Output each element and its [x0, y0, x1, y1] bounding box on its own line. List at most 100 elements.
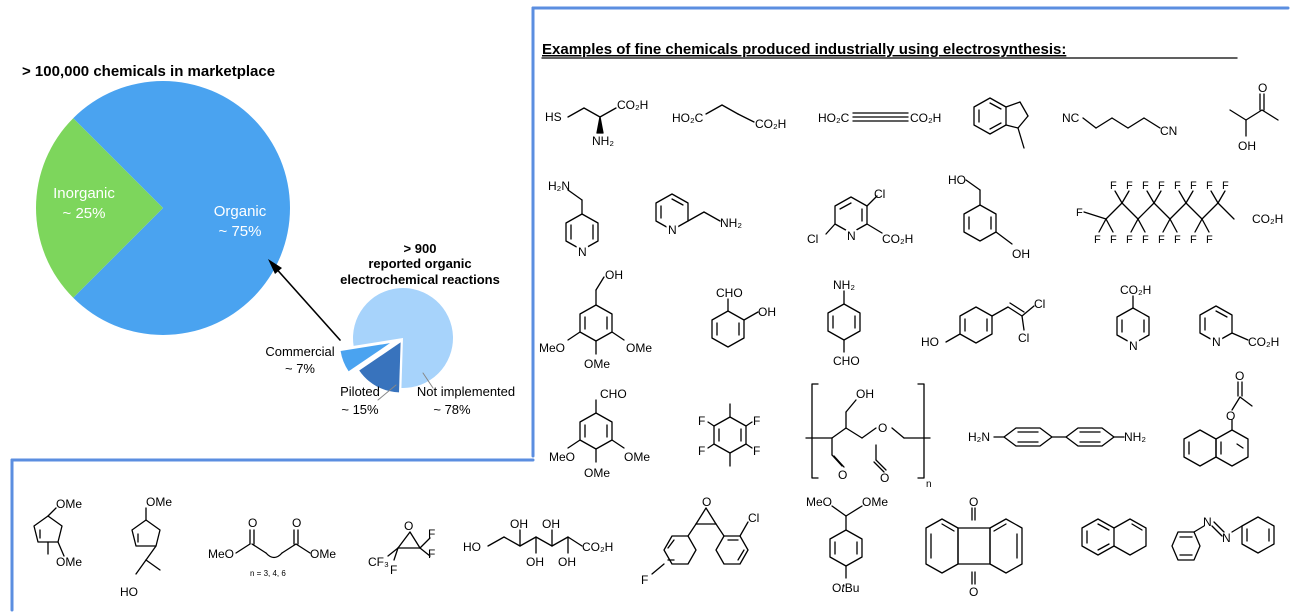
label-ho: HO: [463, 540, 481, 554]
label-n: N: [847, 229, 856, 243]
label-f: F: [1126, 180, 1133, 192]
label-co2h: CO₂H: [1120, 283, 1151, 297]
label-o: O: [878, 421, 887, 435]
sub-pie-not-implemented-share: ~ 78%: [433, 402, 471, 417]
label-oh: OH: [1238, 139, 1256, 153]
structure-hexafluoropropylene-oxide: O CF₃ F F F: [368, 519, 435, 577]
structure-dialdehyde-polymer: OH O O O n: [805, 383, 932, 490]
sub-pie-heading-line-2: reported organic: [368, 256, 471, 271]
label-ome: OMe: [56, 555, 82, 569]
label-ome: OMe: [584, 466, 610, 480]
label-f: F: [1190, 180, 1197, 192]
label-n: n: [926, 479, 932, 490]
structure-acetylenedicarboxylic-acid: HO₂C CO₂H: [818, 111, 941, 125]
sub-pie-heading-line-1: > 900: [404, 241, 437, 256]
label-meo: MeO: [806, 495, 832, 509]
label-f: F: [698, 444, 705, 458]
structure-acetal: MeO OMe OtBu: [806, 495, 888, 595]
label-co2h: CO₂H: [882, 232, 913, 246]
bond: [1162, 218, 1171, 233]
label-o: O: [702, 495, 711, 509]
main-pie-inorganic-label: Inorganic: [53, 185, 115, 202]
label-n-note: n = 3, 4, 6: [250, 569, 286, 578]
label-cl: Cl: [1034, 297, 1045, 311]
sub-pie-commercial-label: Commercial: [265, 344, 334, 359]
structure-dichloronicotinic-acid: Cl Cl N CO₂H: [807, 187, 913, 246]
bond: [1137, 202, 1155, 220]
label-h2n: H₂N: [968, 430, 990, 444]
label-meo: MeO: [208, 547, 234, 561]
label-f: F: [1206, 180, 1213, 192]
label-n: N: [578, 245, 587, 259]
label-otbu-o: O: [832, 581, 841, 595]
label-f: F: [390, 563, 397, 577]
label-ome: OMe: [56, 497, 82, 511]
bond: [1146, 190, 1155, 204]
pie-heading: > 100,000 chemicals in marketplace: [22, 63, 275, 80]
label-f: F: [1222, 180, 1229, 192]
bond: [1130, 218, 1139, 233]
label-otbu-t: t: [841, 581, 845, 595]
structure-trimethoxybenzyl-alcohol: OH MeO OMe OMe: [539, 268, 652, 371]
bond: [1185, 190, 1194, 204]
label-oh: OH: [856, 387, 874, 401]
label-otbu-bu: Bu: [845, 581, 860, 595]
structure-3-hydroxybenzyl-alcohol: HO OH: [948, 173, 1030, 261]
bond: [1217, 202, 1235, 220]
label-f: F: [1142, 234, 1149, 246]
label-ome: OMe: [310, 547, 336, 561]
label-ome: OMe: [862, 495, 888, 509]
label-o: O: [969, 585, 978, 599]
label-f: F: [698, 414, 705, 428]
main-pie-inorganic-share: ~ 25%: [63, 205, 106, 222]
structure-anthraquinone: O O: [925, 495, 1023, 599]
sub-pie-heading-line-3: electrochemical reactions: [340, 272, 500, 287]
structure-dihydronaphthalene: [1081, 518, 1147, 556]
bond: [1153, 190, 1162, 204]
sub-pie-piloted-share: ~ 15%: [341, 402, 379, 417]
label-oh: OH: [1012, 247, 1030, 261]
bond: [1185, 202, 1203, 220]
label-o: O: [404, 519, 413, 533]
structure-diester: MeO OMe O O n = 3, 4, 6: [208, 516, 336, 578]
label-nh2: NH₂: [833, 278, 855, 292]
sub-pie-slice-piloted: [359, 342, 401, 393]
label-f: F: [1126, 234, 1133, 246]
label-nh2: NH₂: [592, 134, 614, 148]
label-f: F: [428, 527, 435, 541]
bond: [1098, 218, 1107, 233]
label-otbu: OtBu: [832, 581, 859, 595]
label-f: F: [753, 444, 760, 458]
label-ho: HO: [948, 173, 966, 187]
label-co2h: CO₂H: [755, 117, 786, 131]
structure-1-naphthyl-acetate: O O: [1183, 369, 1253, 467]
label-oh: OH: [558, 555, 576, 569]
label-f: F: [753, 414, 760, 428]
label-o: O: [292, 516, 301, 530]
label-f: F: [1094, 234, 1101, 246]
label-cl: Cl: [874, 187, 885, 201]
callout-arrow: [268, 259, 434, 401]
label-cf3: CF₃: [368, 555, 389, 569]
structure-dimethoxycyclopentene: OMe OMe: [33, 497, 82, 569]
structure-isonicotinic-acid: CO₂H N: [1116, 283, 1151, 356]
label-co2h: CO₂H: [1252, 212, 1283, 226]
bond: [1210, 190, 1219, 204]
label-n: N: [1203, 515, 1212, 529]
panel-borders: [10, 6, 1290, 612]
label-cl: Cl: [1018, 331, 1029, 345]
structure-benzidine: H₂N NH₂: [968, 427, 1146, 447]
bond: [1105, 218, 1114, 233]
sub-pie: [340, 288, 453, 393]
label-f: F: [1190, 234, 1197, 246]
label-co2h: CO₂H: [582, 540, 613, 554]
sub-pie-slice-commercial: [340, 343, 390, 372]
bond: [1201, 202, 1219, 220]
label-cl: Cl: [807, 232, 818, 246]
label-co2h: CO₂H: [1248, 335, 1279, 349]
label-f: F: [428, 547, 435, 561]
structure-adiponitrile: NC CN: [1062, 111, 1177, 138]
examples-heading: Examples of fine chemicals produced indu…: [542, 41, 1066, 58]
label-n: N: [668, 223, 677, 237]
bond: [1169, 202, 1187, 220]
